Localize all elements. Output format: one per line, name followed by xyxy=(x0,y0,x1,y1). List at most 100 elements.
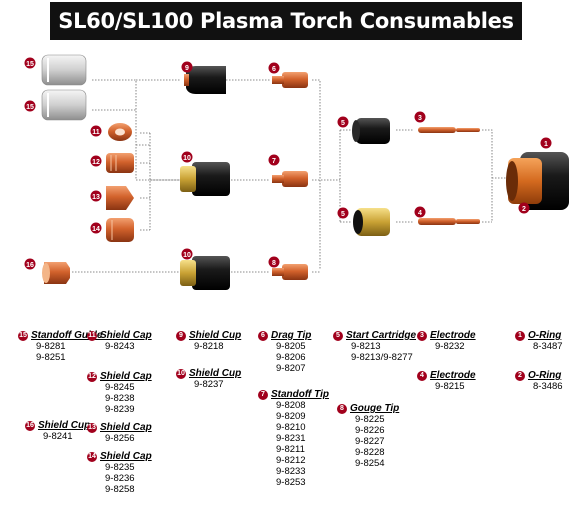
legend-badge: 12 xyxy=(87,372,97,382)
callout-number: 11 xyxy=(92,129,100,136)
legend-badge: 11 xyxy=(87,331,97,341)
callout-2: 2 xyxy=(519,203,530,214)
legend-part-number: 9-8225 xyxy=(337,414,467,425)
callout-number: 2 xyxy=(522,206,526,213)
legend-badge: 5 xyxy=(333,331,343,341)
callout-number: 16 xyxy=(26,262,34,269)
callout-15: 15 xyxy=(25,58,36,69)
legend-part-number: 9-8207 xyxy=(258,363,388,374)
parts-diagram: 1234556789101011121314151516 xyxy=(0,0,569,320)
legend-part-number: 9-8213/9-8277 xyxy=(333,352,463,363)
legend-badge: 9 xyxy=(176,331,186,341)
legend-part-number: 9-8251 xyxy=(18,352,148,363)
callout-number: 10 xyxy=(183,252,191,259)
callout-number: 5 xyxy=(341,211,345,218)
legend-badge: 2 xyxy=(515,371,525,381)
start-cartridge-black-part xyxy=(352,118,390,144)
legend-part-name: Electrode xyxy=(430,330,476,341)
legend-badge: 6 xyxy=(258,331,268,341)
legend-heading: 8Gouge Tip xyxy=(337,403,467,414)
legend-part-number: 9-8238 xyxy=(87,393,217,404)
legend-part-name: O-Ring xyxy=(528,370,561,381)
callout-badges: 1234556789101011121314151516 xyxy=(25,58,552,270)
legend-part-name: Shield Cup xyxy=(189,330,241,341)
legend-part-name: Shield Cap xyxy=(100,422,152,433)
callout-number: 4 xyxy=(418,210,422,217)
legend-part-name: Shield Cap xyxy=(100,330,152,341)
callout-number: 15 xyxy=(26,104,34,111)
gouge-tip-part xyxy=(272,264,308,280)
callout-number: 15 xyxy=(26,61,34,68)
legend-badge: 13 xyxy=(87,423,97,433)
callout-3: 3 xyxy=(415,112,426,123)
legend-part-number: 9-8258 xyxy=(87,484,217,495)
legend-part-name: Start Cartridge xyxy=(346,330,416,341)
callout-number: 12 xyxy=(92,159,100,166)
legend-badge: 10 xyxy=(176,369,186,379)
legend-part-number: 9-8226 xyxy=(337,425,467,436)
callout-16: 16 xyxy=(25,259,36,270)
callout-5: 5 xyxy=(338,208,349,219)
shield-cup-16-part xyxy=(42,262,70,284)
legend-part-number: 9-8239 xyxy=(87,404,217,415)
legend-part-name: Drag Tip xyxy=(271,330,311,341)
callout-number: 13 xyxy=(92,194,100,201)
legend-badge: 4 xyxy=(417,371,427,381)
legend-part-name: O-Ring xyxy=(528,330,561,341)
shield-cap-14-part xyxy=(106,218,134,242)
legend-part-number: 8-3486 xyxy=(515,381,569,392)
callout-4: 4 xyxy=(415,207,426,218)
callout-1: 1 xyxy=(541,138,552,149)
callout-number: 7 xyxy=(272,158,276,165)
callout-10: 10 xyxy=(182,152,193,163)
legend-part-name: Shield Cap xyxy=(100,371,152,382)
legend-item: 13Shield Cap9-8256 xyxy=(87,422,217,444)
legend-part-number: 8-3487 xyxy=(515,341,569,352)
electrode-3-part xyxy=(418,127,480,133)
callout-8: 8 xyxy=(269,257,280,268)
torch-head-part xyxy=(506,152,569,210)
legend-part-number: 9-8235 xyxy=(87,462,217,473)
callout-number: 6 xyxy=(272,66,276,73)
standoff-guide-part xyxy=(42,55,86,120)
callout-number: 10 xyxy=(183,155,191,162)
callout-5: 5 xyxy=(338,117,349,128)
legend-badge: 8 xyxy=(337,404,347,414)
callout-number: 5 xyxy=(341,120,345,127)
shield-cap-12-part xyxy=(106,153,134,173)
legend-part-name: Standoff Tip xyxy=(271,389,329,400)
callout-13: 13 xyxy=(91,191,102,202)
callout-number: 3 xyxy=(418,115,422,122)
legend-badge: 1 xyxy=(515,331,525,341)
shield-cup-10-part xyxy=(180,162,230,196)
legend-badge: 7 xyxy=(258,390,268,400)
callout-7: 7 xyxy=(269,155,280,166)
shield-cap-11-part xyxy=(108,123,132,141)
legend-part-number: 9-8256 xyxy=(87,433,217,444)
callout-11: 11 xyxy=(91,126,102,137)
legend-part-name: Electrode xyxy=(430,370,476,381)
callout-number: 1 xyxy=(544,141,548,148)
legend-part-name: Shield Cap xyxy=(100,451,152,462)
legend-badge: 14 xyxy=(87,452,97,462)
start-cartridge-brass-part xyxy=(353,208,390,236)
callout-number: 8 xyxy=(272,260,276,267)
legend-part-number: 9-8253 xyxy=(258,477,388,488)
legend-badge: 15 xyxy=(18,331,28,341)
legend-part-name: Shield Cup xyxy=(189,368,241,379)
legend-part-number: 9-8236 xyxy=(87,473,217,484)
callout-12: 12 xyxy=(91,156,102,167)
legend-heading: 7Standoff Tip xyxy=(258,389,388,400)
callout-6: 6 xyxy=(269,63,280,74)
shield-cup-10-lower-part xyxy=(180,256,230,290)
callout-number: 9 xyxy=(185,65,189,72)
callout-14: 14 xyxy=(91,223,102,234)
standoff-tip-part xyxy=(272,171,308,187)
